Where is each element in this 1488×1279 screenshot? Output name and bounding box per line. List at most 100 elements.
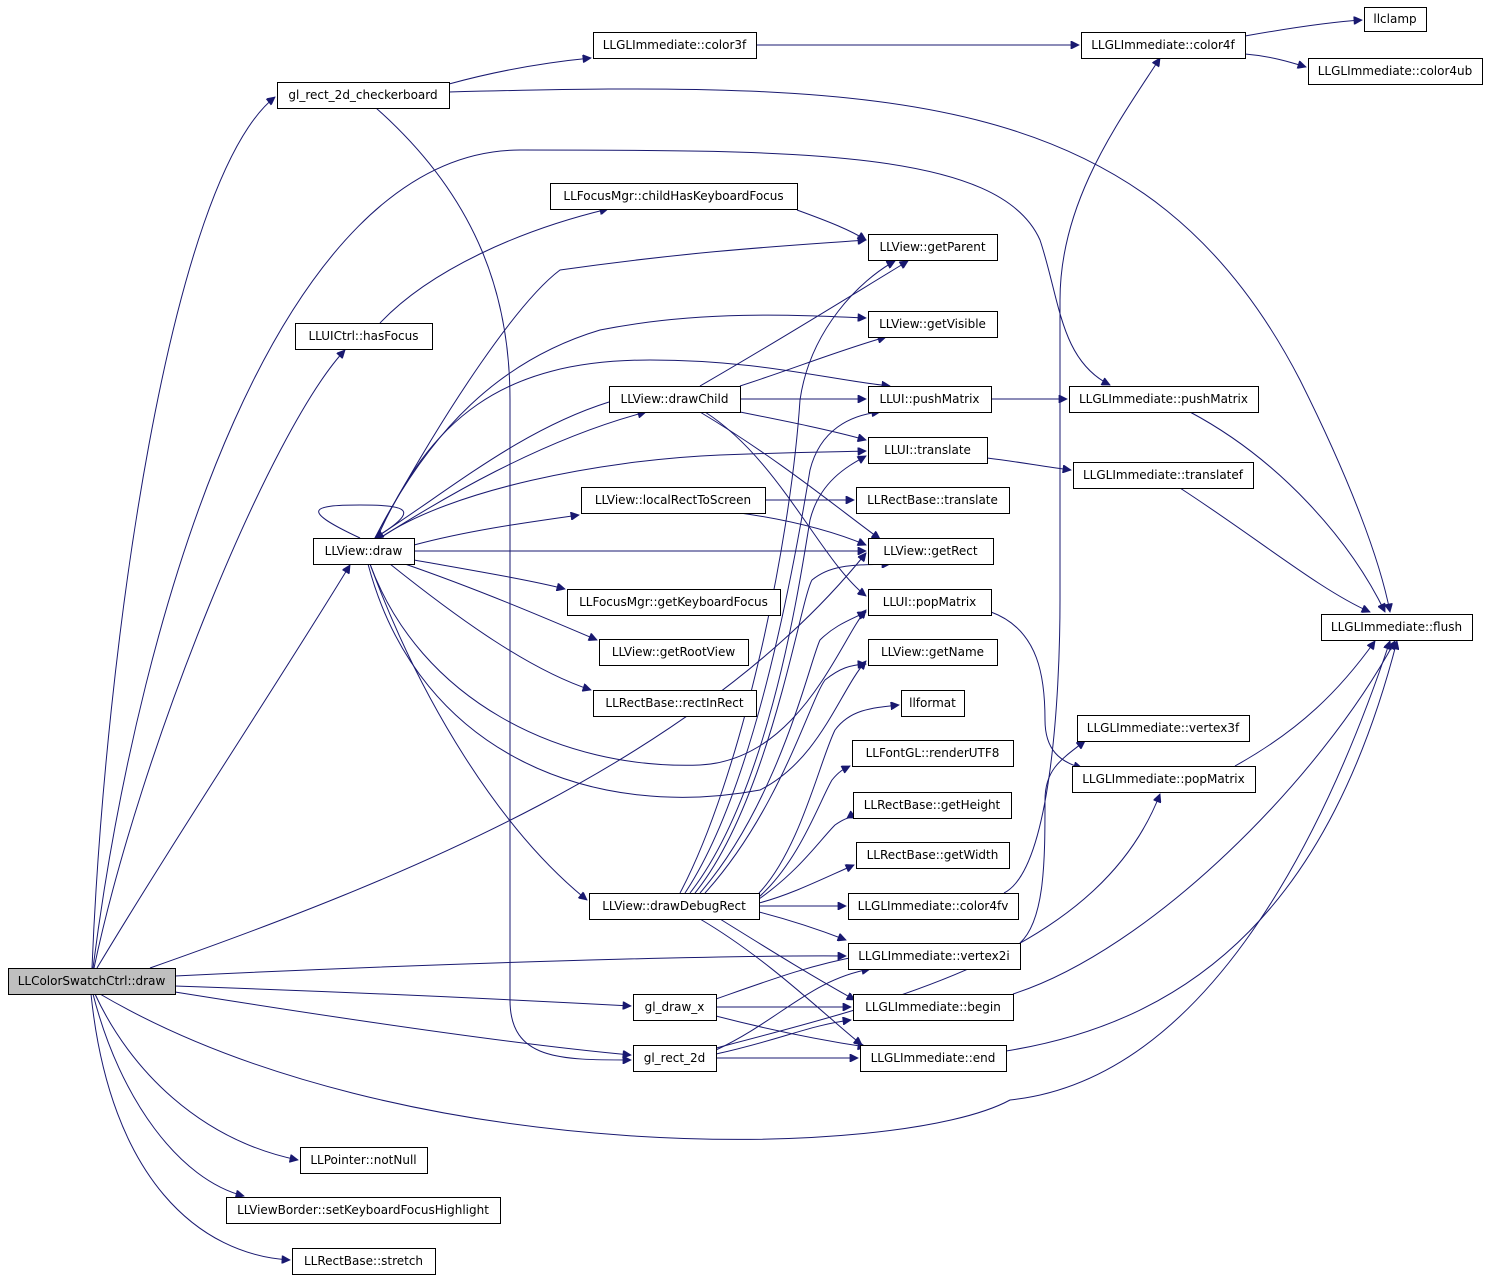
- edge-color4f-to-llclamp: [1244, 20, 1362, 37]
- node-ui_translate[interactable]: LLUI::translate: [868, 437, 988, 464]
- edge-view_draw-to-rectInRect: [389, 563, 591, 690]
- edge-view_draw-to-localRectToScreen: [413, 515, 579, 546]
- node-label: gl_draw_x: [645, 1000, 705, 1014]
- edge-view_draw-to-ui_translate: [379, 451, 866, 539]
- node-label: LLRectBase::translate: [867, 493, 998, 507]
- node-vertex3f[interactable]: LLGLImmediate::vertex3f: [1077, 715, 1250, 742]
- node-getWidth[interactable]: LLRectBase::getWidth: [856, 842, 1010, 869]
- edge-end-to-flush: [1005, 641, 1397, 1052]
- edge-drawDebugRect-to-llformat: [758, 705, 899, 894]
- node-ui_pushMatrix[interactable]: LLUI::pushMatrix: [868, 386, 992, 413]
- node-label: LLGLImmediate::pushMatrix: [1079, 392, 1248, 406]
- node-label: LLFontGL::renderUTF8: [866, 746, 1000, 760]
- node-notNull[interactable]: LLPointer::notNull: [300, 1147, 428, 1174]
- edge-drawChild-to-getRect: [699, 411, 880, 539]
- node-gl_draw_x[interactable]: gl_draw_x: [633, 994, 717, 1021]
- node-getVisible[interactable]: LLView::getVisible: [868, 311, 998, 338]
- node-getParent[interactable]: LLView::getParent: [868, 234, 998, 261]
- node-ui_popMatrix[interactable]: LLUI::popMatrix: [868, 589, 992, 616]
- node-childHasKeyboardFocus[interactable]: LLFocusMgr::childHasKeyboardFocus: [550, 183, 798, 210]
- node-flush[interactable]: LLGLImmediate::flush: [1321, 614, 1473, 641]
- node-getKeyboardFocus[interactable]: LLFocusMgr::getKeyboardFocus: [567, 589, 781, 616]
- edge-root-to-notNull: [94, 993, 298, 1160]
- node-label: LLGLImmediate::begin: [865, 1000, 1001, 1014]
- node-box: [868, 639, 998, 666]
- node-end[interactable]: LLGLImmediate::end: [860, 1045, 1007, 1072]
- edge-drawDebugRect-to-getRect: [694, 564, 890, 894]
- node-hasFocus[interactable]: LLUICtrl::hasFocus: [295, 323, 433, 350]
- node-translatef[interactable]: LLGLImmediate::translatef: [1073, 462, 1254, 489]
- node-label: LLRectBase::stretch: [304, 1254, 423, 1268]
- edge-view_draw-to-drawChild: [379, 412, 646, 539]
- node-root[interactable]: LLColorSwatchCtrl::draw: [8, 968, 176, 995]
- node-box: [901, 690, 965, 717]
- node-color3f[interactable]: LLGLImmediate::color3f: [593, 32, 757, 59]
- edge-hasFocus-to-childHasKeyboardFocus: [379, 209, 608, 324]
- node-begin[interactable]: LLGLImmediate::begin: [853, 994, 1014, 1021]
- node-rect_translate[interactable]: LLRectBase::translate: [856, 487, 1010, 514]
- node-box: [1321, 614, 1473, 641]
- node-box: [868, 386, 992, 413]
- node-setKeyboardFocusHighlight[interactable]: LLViewBorder::setKeyboardFocusHighlight: [226, 1197, 501, 1224]
- edge-drawDebugRect-to-begin: [719, 918, 855, 1001]
- node-llformat[interactable]: llformat: [901, 690, 965, 717]
- node-label: LLGLImmediate::color4f: [1091, 38, 1235, 52]
- node-box: [868, 234, 998, 261]
- node-label: LLRectBase::getWidth: [867, 848, 999, 862]
- node-box: [300, 1147, 428, 1174]
- node-drawChild[interactable]: LLView::drawChild: [609, 386, 741, 413]
- node-label: LLRectBase::rectInRect: [605, 696, 743, 710]
- edge-root-to-hasFocus: [93, 350, 345, 969]
- node-box: [856, 487, 1010, 514]
- edge-drawDebugRect-to-getHeight: [758, 817, 856, 900]
- node-gl_popMatrix[interactable]: LLGLImmediate::popMatrix: [1072, 766, 1256, 793]
- node-label: LLFocusMgr::childHasKeyboardFocus: [563, 189, 783, 203]
- node-box: [860, 1045, 1007, 1072]
- edge-root-to-gl_rect_2d: [174, 991, 631, 1055]
- edge-localRectToScreen-to-getRect: [739, 512, 866, 545]
- node-color4ub[interactable]: LLGLImmediate::color4ub: [1308, 58, 1483, 85]
- node-gl_rect_2d[interactable]: gl_rect_2d: [633, 1045, 717, 1072]
- edge-root-to-vertex2i: [174, 956, 846, 977]
- node-box: [609, 386, 741, 413]
- node-rectInRect[interactable]: LLRectBase::rectInRect: [593, 690, 757, 717]
- node-box: [589, 893, 760, 920]
- node-color4f[interactable]: LLGLImmediate::color4f: [1081, 32, 1246, 59]
- node-box: [313, 538, 415, 565]
- edge-drawChild-to-view_draw: [375, 401, 610, 538]
- node-box: [848, 893, 1019, 920]
- node-vertex2i[interactable]: LLGLImmediate::vertex2i: [848, 943, 1021, 970]
- node-llclamp[interactable]: llclamp: [1364, 7, 1427, 32]
- node-renderUTF8[interactable]: LLFontGL::renderUTF8: [852, 740, 1014, 767]
- node-label: LLGLImmediate::color4fv: [858, 899, 1009, 913]
- node-label: LLFocusMgr::getKeyboardFocus: [579, 595, 768, 609]
- edge-drawChild-to-getVisible: [739, 337, 886, 387]
- node-view_draw[interactable]: LLView::draw: [313, 538, 415, 565]
- node-getRect[interactable]: LLView::getRect: [868, 538, 994, 565]
- node-drawDebugRect[interactable]: LLView::drawDebugRect: [589, 893, 760, 920]
- node-box: [599, 639, 749, 666]
- node-label: LLGLImmediate::vertex3f: [1087, 721, 1240, 735]
- node-box: [1308, 58, 1483, 85]
- edge-gl_rect_2d-to-vertex2i: [715, 969, 870, 1051]
- node-localRectToScreen[interactable]: LLView::localRectToScreen: [581, 487, 766, 514]
- edge-gl_rect_2d-to-begin: [715, 1020, 851, 1055]
- node-label: LLRectBase::getHeight: [864, 798, 1001, 812]
- node-box: [295, 323, 433, 350]
- edge-drawDebugRect-to-vertex2i: [758, 911, 846, 940]
- node-box: [868, 437, 988, 464]
- node-getRootView[interactable]: LLView::getRootView: [599, 639, 749, 666]
- node-gl_pushMatrix[interactable]: LLGLImmediate::pushMatrix: [1069, 386, 1259, 413]
- node-label: LLView::draw: [325, 544, 403, 558]
- node-getName[interactable]: LLView::getName: [868, 639, 998, 666]
- edge-gl_draw_x-to-vertex2i: [715, 956, 860, 1000]
- node-label: LLView::drawChild: [621, 392, 729, 406]
- node-box: [1072, 766, 1256, 793]
- node-getHeight[interactable]: LLRectBase::getHeight: [853, 792, 1012, 819]
- edge-gl_rect_2d_checkerboard-to-color3f: [448, 58, 591, 85]
- node-label: LLView::getRootView: [612, 645, 736, 659]
- node-stretch[interactable]: LLRectBase::stretch: [292, 1248, 436, 1275]
- node-color4fv[interactable]: LLGLImmediate::color4fv: [848, 893, 1019, 920]
- node-label: LLView::localRectToScreen: [595, 493, 751, 507]
- node-gl_rect_2d_checkerboard[interactable]: gl_rect_2d_checkerboard: [277, 82, 450, 109]
